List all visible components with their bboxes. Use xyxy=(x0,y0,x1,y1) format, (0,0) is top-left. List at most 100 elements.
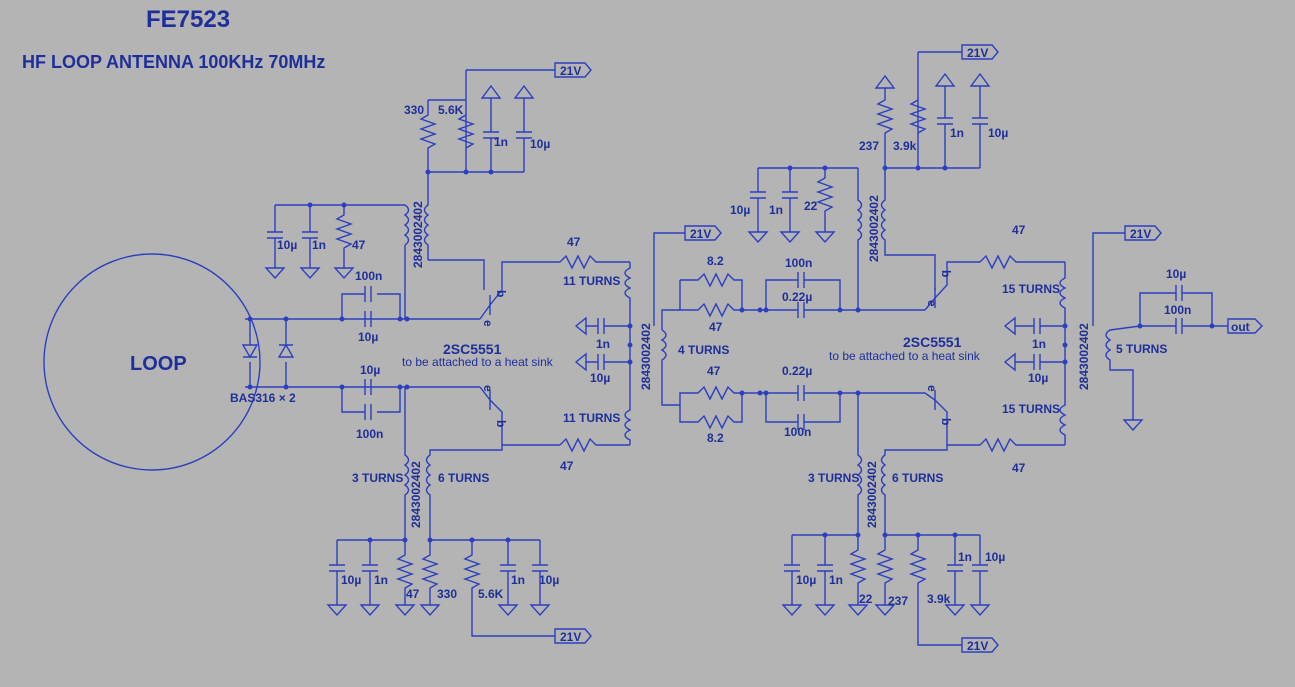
right-bottom-transformer: 2843002402 3 TURNS 6 TURNS xyxy=(808,393,948,535)
res-label: 47 xyxy=(1012,461,1026,475)
pin-label: e xyxy=(925,300,939,307)
cap-label: 100n xyxy=(785,256,812,270)
middle-network: 8.2 47 100n 0.22µ 47 8.2 0.22µ 100n xyxy=(679,254,925,445)
res-label: 47 xyxy=(1012,223,1026,237)
cap-label: 1n xyxy=(769,203,783,217)
left-collector-coils: 11 TURNS 11 TURNS 1n 10µ 2843002402 21V … xyxy=(563,225,729,445)
supply-label: 21V xyxy=(1130,227,1151,241)
right-bottom-transistor: e b xyxy=(924,385,980,446)
transistor-label: 2SC5551 xyxy=(903,334,962,350)
res-label: 330 xyxy=(437,587,457,601)
transformer-label: 2843002402 xyxy=(867,195,881,262)
diode-label: BAS316 × 2 xyxy=(230,391,296,405)
cap-label: 10µ xyxy=(796,573,816,587)
turns-label: 5 TURNS xyxy=(1116,342,1167,356)
res-label: 47 xyxy=(707,364,721,378)
turns-label: 6 TURNS xyxy=(892,471,943,485)
cap-label: 1n xyxy=(312,238,326,252)
cap-label: 10µ xyxy=(730,203,750,217)
supply-label: 21V xyxy=(560,630,581,644)
pin-label: e xyxy=(481,385,495,392)
cap-label: 10µ xyxy=(539,573,559,587)
right-top-transistor: b e xyxy=(924,261,980,311)
output-section: 5 TURNS 10µ 100n out xyxy=(1105,267,1263,432)
right-top-bias: 21V 237 3.9k 1n 10µ xyxy=(859,44,1008,190)
left-bottom-transformer: 2843002402 3 TURNS 6 TURNS xyxy=(352,387,503,540)
res-label: 3.9k xyxy=(927,592,951,606)
res-label: 8.2 xyxy=(707,431,724,445)
left-top-transformer: 2843002402 xyxy=(275,195,485,319)
schematic-subtitle: HF LOOP ANTENNA 100KHz 70MHz xyxy=(22,52,325,72)
loop-antenna: LOOP xyxy=(43,253,261,471)
cap-label: 10µ xyxy=(360,363,380,377)
pin-label: b xyxy=(494,420,508,427)
turns-label: 11 TURNS xyxy=(563,411,620,425)
cap-label: 1n xyxy=(950,126,964,140)
res-label: 47 xyxy=(567,235,581,249)
cap-label: 1n xyxy=(494,135,508,149)
right-top-transformer: 2843002402 xyxy=(758,167,936,310)
transistor-label: 2SC5551 xyxy=(443,341,502,357)
left-top-transistor: b e xyxy=(479,261,560,327)
cap-label: 10µ xyxy=(277,238,297,252)
res-label: 47 xyxy=(352,238,366,252)
turns-label: 3 TURNS xyxy=(352,471,403,485)
turns-label: 15 TURNS xyxy=(1002,402,1060,416)
cap-label: 1n xyxy=(1032,337,1046,351)
transformer-label: 2843002402 xyxy=(639,323,653,390)
res-label: 22 xyxy=(804,199,818,213)
turns-label: 15 TURNS xyxy=(1002,282,1060,296)
res-label: 47 xyxy=(560,459,574,473)
transformer-label: 2843002402 xyxy=(865,461,879,528)
cap-label: 0.22µ xyxy=(782,290,812,304)
cap-label: 0.22µ xyxy=(782,364,812,378)
res-label: 330 xyxy=(404,103,424,117)
cap-label: 10µ xyxy=(341,573,361,587)
cap-label: 10µ xyxy=(1166,267,1186,281)
transformer-label: 2843002402 xyxy=(1077,323,1091,390)
supply-label: 21V xyxy=(690,227,711,241)
turns-label: 3 TURNS xyxy=(808,471,859,485)
right-bottom-bias: 10µ 1n 22 237 21V 3.9k 1n 10µ xyxy=(781,532,1005,653)
res-label: 237 xyxy=(888,594,908,608)
left-top-bias: 21V 330 5.6K 1n 10µ xyxy=(404,62,592,195)
supply-label: 21V xyxy=(967,46,988,60)
cap-label: 1n xyxy=(829,573,843,587)
res-label: 22 xyxy=(859,592,873,606)
transformer-label: 2843002402 xyxy=(411,201,425,268)
cap-label: 10µ xyxy=(988,126,1008,140)
heat-sink-note: to be attached to a heat sink xyxy=(402,355,554,369)
schematic-title: FE7523 xyxy=(146,6,230,33)
res-label: 47 xyxy=(709,320,723,334)
res-label: 5.6K xyxy=(438,103,464,117)
turns-label: 11 TURNS xyxy=(563,274,620,288)
cap-label: 1n xyxy=(374,573,388,587)
left-collector-res: 47 47 xyxy=(559,235,630,473)
cap-label: 10µ xyxy=(985,550,1005,564)
res-label: 8.2 xyxy=(707,254,724,268)
pin-label: b xyxy=(939,418,953,425)
transformer-label: 2843002402 xyxy=(409,461,423,528)
cap-label: 1n xyxy=(958,550,972,564)
supply-label: 21V xyxy=(560,64,581,78)
supply-label: 21V xyxy=(967,639,988,653)
loop-label: LOOP xyxy=(130,353,187,375)
turns-label: 4 TURNS xyxy=(678,343,729,357)
right-collector-coils: 15 TURNS 15 TURNS 1n 10µ 2843002402 21V xyxy=(1002,225,1162,445)
cap-label: 10µ xyxy=(358,330,378,344)
cap-label: 1n xyxy=(511,573,525,587)
pin-label: e xyxy=(481,320,495,327)
cap-label: 100n xyxy=(784,425,811,439)
cap-label: 10µ xyxy=(1028,371,1048,385)
pin-label: b xyxy=(494,290,508,297)
left-top-decouple: 10µ 1n 47 xyxy=(264,202,366,280)
pin-label: e xyxy=(925,385,939,392)
cap-label: 100n xyxy=(356,427,383,441)
input-capacitors: 100n 10µ 10µ 100n xyxy=(339,269,403,441)
turns-label: 6 TURNS xyxy=(438,471,489,485)
res-label: 3.9k xyxy=(893,139,917,153)
cap-label: 100n xyxy=(355,269,382,283)
res-label: 237 xyxy=(859,139,879,153)
res-label: 47 xyxy=(406,587,420,601)
